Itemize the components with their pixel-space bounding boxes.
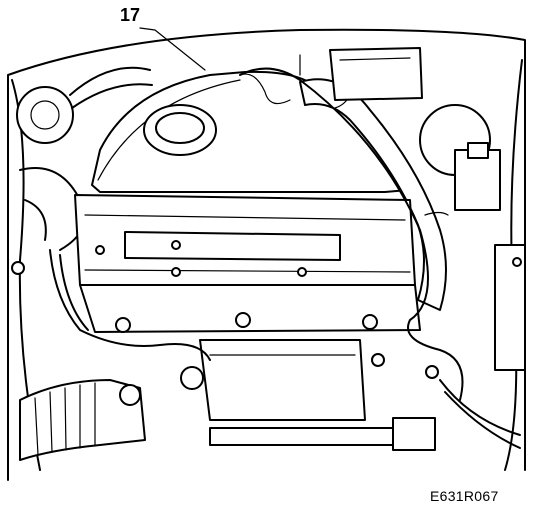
head-plug-3 (362, 314, 378, 330)
right-wiring-harness (239, 67, 464, 401)
reservoir-cap (467, 142, 489, 159)
left-hose (69, 66, 153, 109)
throttle-body-bolt (180, 366, 204, 390)
right-top-box (329, 47, 423, 101)
engine-block (199, 339, 366, 421)
cover-bolt-2 (171, 267, 181, 277)
right-control-unit (494, 244, 526, 371)
intake-pipe (299, 78, 447, 311)
left-bolt (11, 261, 25, 275)
intake-hose-ribs (34, 382, 96, 456)
right-top-box-detail (299, 54, 411, 76)
figure-code: E631R067 (430, 488, 499, 504)
lower-cross-pipe (209, 427, 396, 446)
head-plug-1 (115, 317, 131, 333)
hose-clamp (119, 384, 141, 406)
cover-bolt-3 (297, 267, 307, 277)
lower-bolt-1 (371, 353, 385, 367)
left-reservoir-cap (30, 100, 60, 130)
cover-bolt-1 (171, 240, 181, 250)
cover-bolt-4 (95, 245, 105, 255)
oil-filler-cap-inner (155, 112, 205, 144)
fuel-rail-pipe (49, 249, 211, 361)
camshaft-cover-slot (124, 231, 341, 261)
head-plug-2 (235, 312, 251, 328)
cylinder-head (79, 284, 421, 333)
lower-pipe-fitting (392, 417, 436, 451)
control-unit-bolt (512, 257, 522, 267)
lower-right-pipe (439, 379, 521, 449)
left-reservoir (16, 86, 74, 144)
hood-outline (7, 28, 526, 481)
callout-leader (139, 27, 206, 71)
callout-number: 17 (120, 5, 141, 25)
cover-seam (239, 73, 291, 105)
lower-bolt-2 (425, 365, 439, 379)
camshaft-cover-ridge (84, 214, 411, 273)
